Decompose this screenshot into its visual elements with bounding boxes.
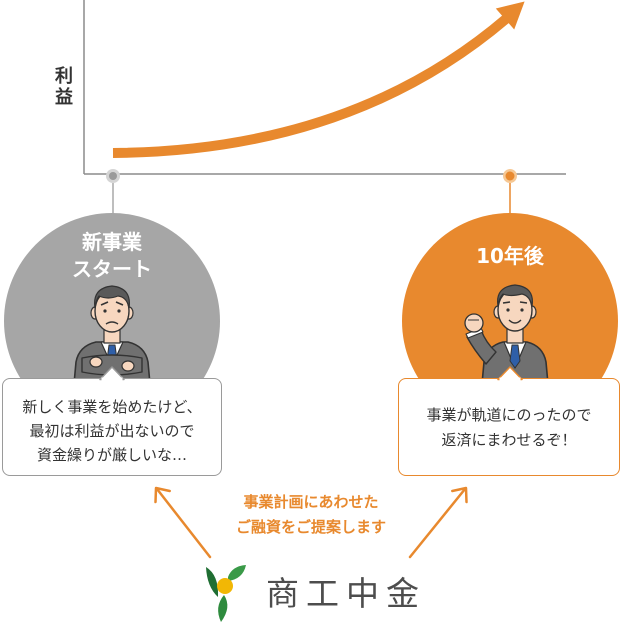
- after-marker: [503, 169, 517, 214]
- proposal-line: ご融資をご提案します: [235, 518, 386, 536]
- y-axis-label: 利益: [52, 66, 73, 108]
- shokochukin-logo-icon: [206, 565, 246, 622]
- speech-line: 資金繰りが厳しいな…: [36, 446, 187, 464]
- speech-line: 返済にまわせるぞ！: [441, 431, 577, 449]
- arrow-up-left-icon: [154, 486, 212, 559]
- after-title: 10年後: [410, 243, 610, 270]
- start-title-line: スタート: [72, 257, 152, 281]
- fist-pump-businessman-icon: [464, 284, 549, 385]
- proposal-message: 事業計画にあわせた ご融資をご提案します: [161, 490, 461, 540]
- worried-businessman-icon: [73, 285, 151, 385]
- graph-axes: [83, 0, 566, 175]
- speech-pointer: [497, 366, 523, 382]
- start-title: 新事業 スタート: [12, 229, 212, 283]
- start-speech-bubble: 新しく事業を始めたけど、 最初は利益が出ないので 資金繰りが厳しいな…: [2, 378, 222, 476]
- logo-name: 商工中金: [266, 574, 426, 613]
- speech-line: 事業が軌道にのったので: [426, 406, 592, 424]
- speech-pointer: [99, 366, 125, 382]
- start-marker: [106, 169, 120, 214]
- start-title-line: 新事業: [82, 230, 142, 254]
- speech-line: 新しく事業を始めたけど、: [22, 398, 202, 416]
- after-speech-bubble: 事業が軌道にのったので 返済にまわせるぞ！: [398, 378, 620, 476]
- arrow-up-right-icon: [408, 486, 468, 559]
- growth-arrow-icon: [112, 1, 525, 158]
- after-title-line: 10年後: [476, 244, 544, 268]
- speech-line: 最初は利益が出ないので: [29, 422, 195, 440]
- proposal-line: 事業計画にあわせた: [243, 493, 379, 511]
